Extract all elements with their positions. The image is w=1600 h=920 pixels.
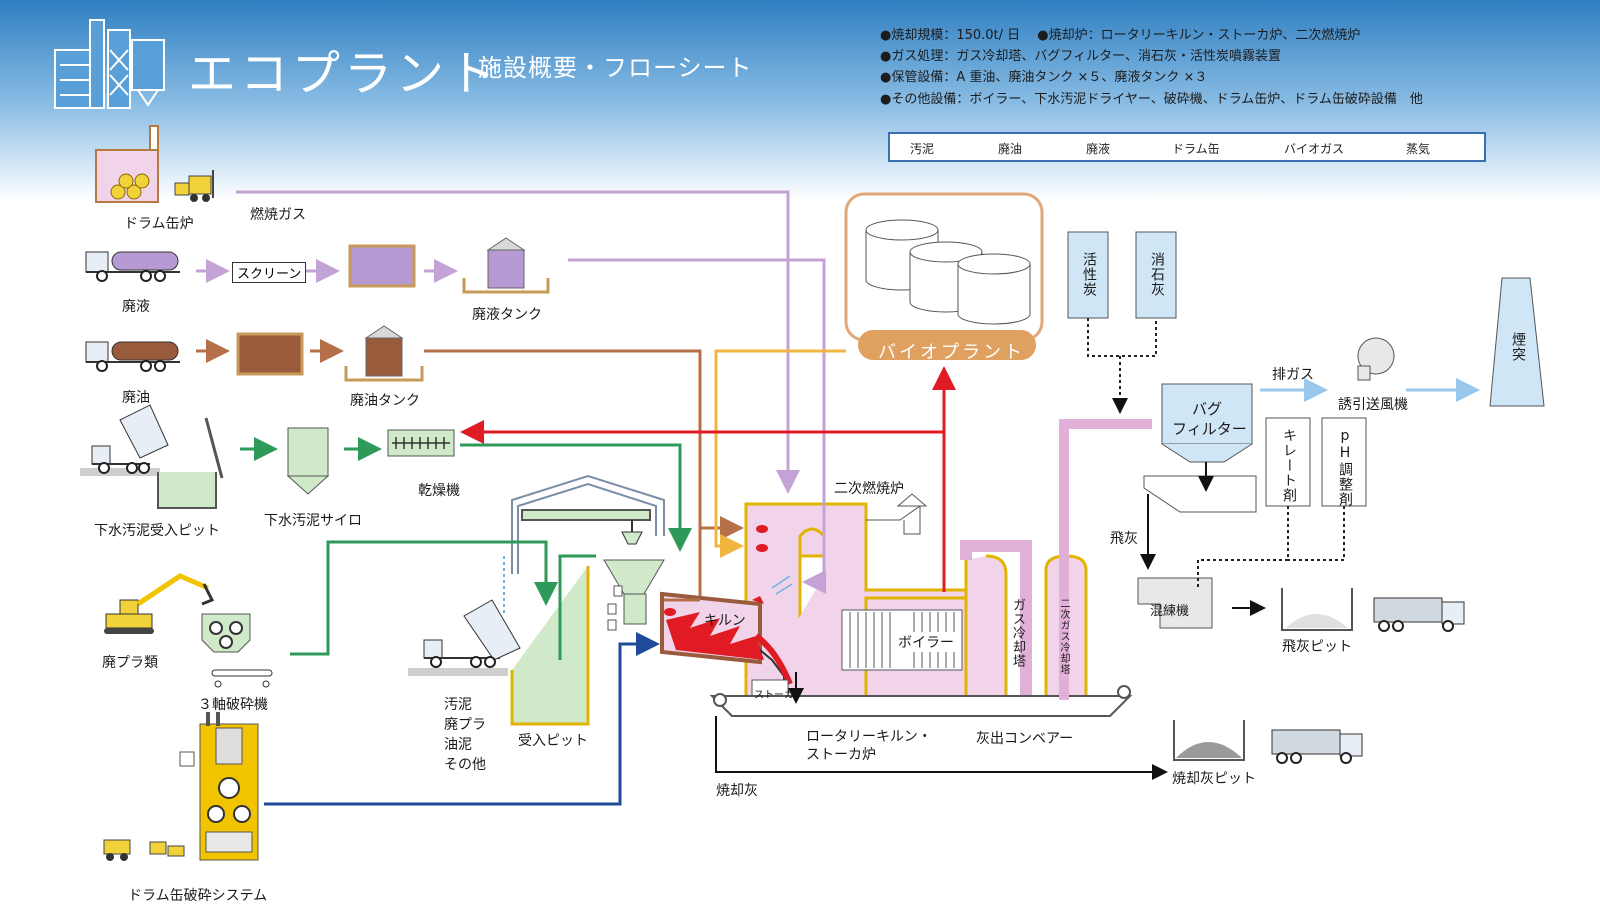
forklift-icon: [174, 170, 214, 202]
bag-filter-label: バグ: [1192, 400, 1223, 418]
incinerator-body: [660, 493, 968, 710]
crane-grab-icon: [621, 520, 643, 545]
header-background: [0, 0, 1600, 200]
ash-truck-icon: [1271, 729, 1363, 764]
ash-pit-icon: [1173, 720, 1245, 761]
waste-liquid-tank-icon: [462, 237, 550, 294]
secondary-combustor-label: 二次燃焼炉: [834, 481, 904, 497]
spec-line: ●焼却規模：150.0t/ 日 ●焼却炉：ロータリーキルン・ストーカ炉、二次燃焼…: [880, 28, 1361, 43]
ash-pit-label: 焼却灰ピット: [1172, 771, 1256, 787]
legend-label-liquid: 廃液: [1086, 142, 1111, 156]
combustion-gas-label: 燃焼ガス: [250, 207, 306, 223]
page-subtitle: 施設概要・フローシート: [478, 54, 753, 82]
pit-content-label: 廃プラ: [444, 717, 486, 733]
legend: 汚泥 廃油 廃液 ドラム缶 バイオガス 蒸気: [888, 132, 1486, 162]
screen-label: スクリーン: [232, 262, 307, 283]
waste-oil-tank-label: 廃油タンク: [350, 393, 420, 409]
bio-plant-label: バイオプラント: [878, 342, 1025, 363]
activated-carbon-label: 活性炭: [1081, 252, 1097, 297]
fly-ash-pit-icon: [1281, 588, 1353, 631]
fly-ash-label: 飛灰: [1110, 531, 1138, 547]
waste-liquid-tank-label: 廃液タンク: [472, 307, 542, 323]
chelate-tank: [1265, 417, 1311, 507]
legend-label-sludge: 汚泥: [910, 142, 935, 156]
waste-liquid-pit: [348, 244, 416, 288]
exhaust-label: 排ガス: [1272, 367, 1314, 383]
crane-building: [511, 474, 665, 574]
sludge-silo-icon: [286, 427, 330, 495]
waste-plastic-label: 廃プラ類: [102, 655, 158, 671]
three-shaft-shredder-icon: [201, 613, 273, 688]
induced-draft-fan-icon: [1357, 337, 1395, 381]
ph-adjuster-tank: [1321, 417, 1367, 507]
ash-conveyor: [709, 685, 1133, 717]
spec-line: ●ガス処理：ガス冷却塔、バグフィルター、消石灰・活性炭噴霧装置: [880, 49, 1281, 64]
fly-ash-conveyor: [1143, 475, 1257, 513]
kiln-stoker-label: ロータリーキルン・ ストーカ炉: [806, 729, 932, 763]
dryer-label: 乾燥機: [418, 483, 460, 499]
spec-line: ●保管設備：A 重油、廃油タンク ×５、廃液タンク ×３: [880, 70, 1208, 85]
legend-label-biogas: バイオガス: [1284, 142, 1345, 156]
secondary-gas-cooling-label: 二次ガス冷却塔: [1058, 598, 1069, 675]
boiler-label: ボイラー: [896, 632, 956, 652]
spec-line: ●その他設備：ボイラー、下水汚泥ドライヤー、破砕機、ドラム缶炉、ドラム缶破砕設備…: [880, 92, 1423, 107]
drum-crushing-system-icon: [103, 712, 259, 861]
flow-lines: [196, 190, 1480, 806]
pit-content-label: その他: [444, 757, 486, 773]
bag-filter-icon: [1161, 383, 1253, 463]
waste-oil-tank-icon: [344, 325, 424, 382]
fan-label: 誘引送風機: [1338, 397, 1408, 413]
sludge-pit-label: 下水汚泥受入ピット: [94, 523, 220, 539]
dryer-icon: [387, 429, 455, 457]
waste-oil-pit: [236, 332, 304, 376]
slaked-lime-silo: [1135, 231, 1177, 319]
feed-hopper: [603, 559, 665, 631]
plant-logo-icon: [54, 19, 165, 109]
activated-carbon-silo: [1067, 231, 1109, 319]
legend-label-drum: ドラム缶: [1172, 142, 1220, 156]
waste-liquid-label: 廃液: [122, 299, 150, 315]
chelate-label: キレート剤: [1281, 428, 1297, 503]
mixer-icon: [1137, 577, 1213, 629]
chimney-label: 煙突: [1510, 332, 1526, 362]
bio-plant-icon: [844, 192, 1044, 360]
fly-ash-pit-label: 飛灰ピット: [1282, 639, 1352, 655]
fly-ash-truck-icon: [1373, 597, 1465, 632]
excavator-icon: [104, 573, 215, 634]
waste-oil-label: 廃油: [122, 390, 150, 406]
stoker-label: ストーカ: [754, 690, 794, 701]
pit-content-label: 汚泥: [444, 697, 472, 713]
gas-cooling-label: ガス冷却塔: [1010, 598, 1025, 668]
bag-filter-label: フィルター: [1172, 420, 1247, 438]
kiln-label: キルン: [704, 613, 746, 629]
legend-label-steam: 蒸気: [1406, 142, 1431, 156]
sludge-silo-label: 下水汚泥サイロ: [264, 513, 362, 529]
shredder-label: ３軸破砕機: [198, 697, 268, 713]
legend-label-oil: 廃油: [998, 142, 1023, 156]
receiving-pit-icon: [408, 566, 590, 726]
drum-furnace-icon: [95, 125, 159, 203]
sludge-dump-truck-icon: [80, 404, 169, 476]
page-title: エコプラント: [188, 46, 501, 102]
drum-crush-label: ドラム缶破砕システム: [128, 888, 268, 904]
oil-tanker-truck-icon: [85, 341, 180, 372]
incineration-ash-label: 焼却灰: [716, 783, 758, 799]
liquid-tanker-truck-icon: [85, 251, 180, 282]
pit-content-label: 油泥: [444, 737, 472, 753]
drum-furnace-label: ドラム缶炉: [124, 216, 194, 232]
mixer-label: 混練機: [1150, 604, 1190, 619]
ash-conveyor-label: 灰出コンベアー: [976, 731, 1074, 747]
sludge-receiving-pit: [157, 417, 224, 509]
receiving-pit-label: 受入ピット: [518, 733, 588, 749]
chimney-icon: [1489, 277, 1545, 407]
ph-label: pH調整剤: [1337, 428, 1353, 507]
slaked-lime-label: 消石灰: [1149, 252, 1165, 297]
